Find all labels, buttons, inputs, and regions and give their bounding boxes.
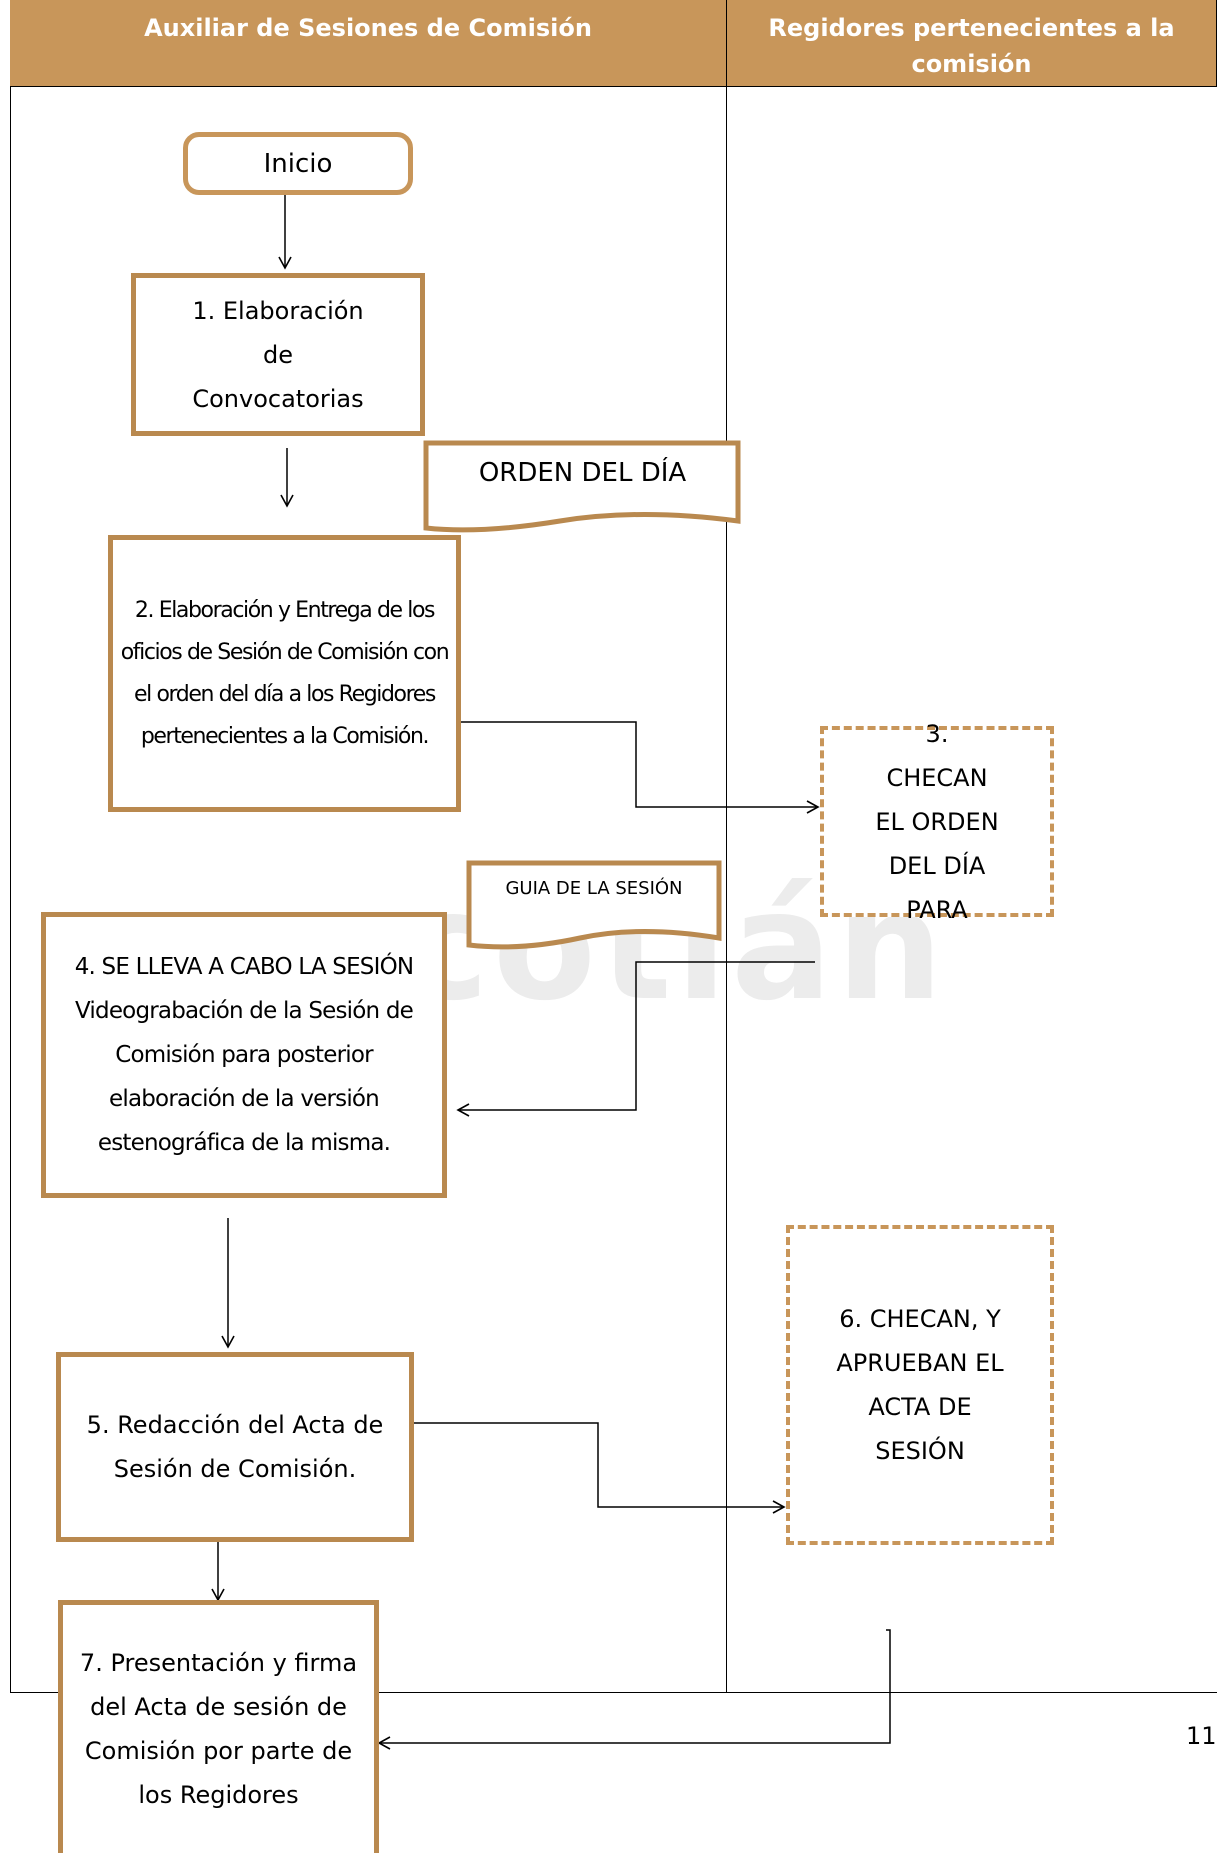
- step-4-box: 4. SE LLEVA A CABO LA SESIÓN Videograbac…: [41, 912, 447, 1198]
- page-number: 11: [1186, 1722, 1217, 1750]
- step-1-box: 1. Elaboración de Convocatorias: [131, 273, 425, 436]
- table-bottom-border: [10, 1692, 1217, 1693]
- arrow-3-to-4: [456, 961, 815, 1117]
- doc-guia-label: GUIA DE LA SESIÓN: [505, 878, 683, 899]
- doc-shape-orden: [423, 440, 741, 533]
- arrow-6-to-7: [377, 1629, 891, 1750]
- step-5-box: 5. Redacción del Acta de Sesión de Comis…: [56, 1352, 414, 1542]
- doc-shape-guia: [466, 860, 722, 950]
- start-node: Inicio: [183, 132, 413, 195]
- lane-divider: [726, 0, 727, 1693]
- step-7-box: 7. Presentación y firma del Acta de sesi…: [58, 1600, 379, 1853]
- arrow-2-to-3: [450, 721, 820, 814]
- lane-header-right: Regidores pertenecientes a la comisión: [727, 0, 1217, 87]
- lane-header-left: Auxiliar de Sesiones de Comisión: [10, 0, 727, 87]
- doc-orden-label: ORDEN DEL DÍA: [478, 458, 687, 488]
- arrow-5-to-6: [413, 1422, 786, 1514]
- step-2-box: 2. Elaboración y Entrega de los oficios …: [108, 535, 461, 812]
- step-6-box: 6. CHECAN, Y APRUEBAN EL ACTA DE SESIÓN: [786, 1225, 1054, 1545]
- step-3-box: 3. CHECAN EL ORDEN DEL DÍA PARA: [820, 720, 1054, 924]
